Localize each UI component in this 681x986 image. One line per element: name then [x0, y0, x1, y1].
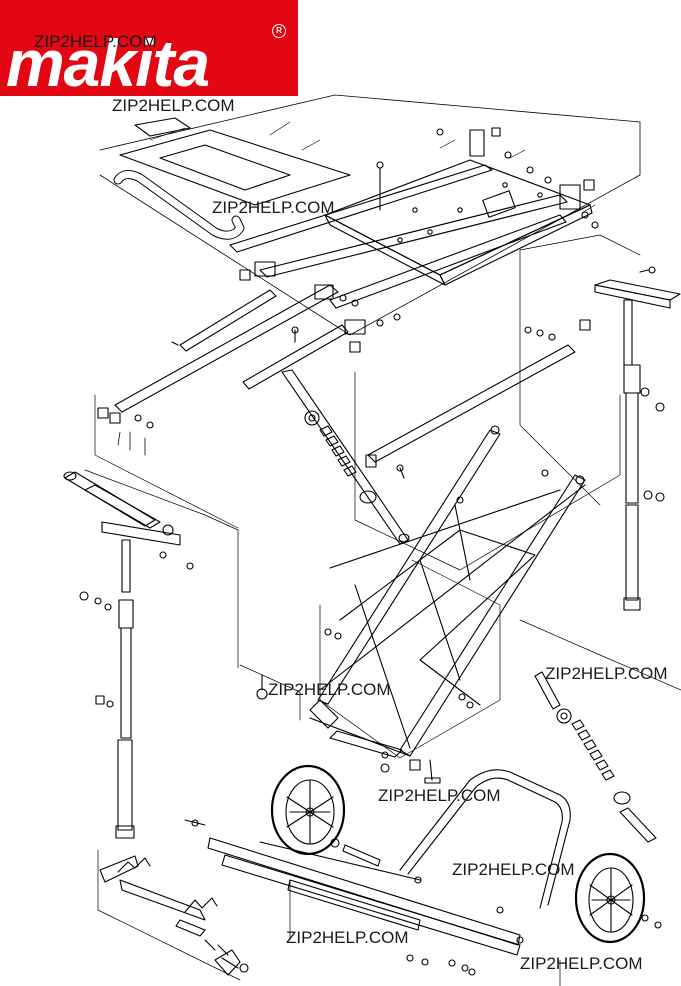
watermark-text: ZIP2HELP.COM	[545, 664, 668, 683]
right-wheel	[574, 852, 662, 944]
center-x-frame	[239, 425, 586, 784]
lower-axle-frame	[184, 819, 561, 986]
watermark-text: ZIP2HELP.COM	[212, 198, 335, 217]
upper-frame-assembly	[99, 94, 641, 353]
watermark-text: ZIP2HELP.COM	[520, 954, 643, 973]
right-strut-spring	[519, 619, 681, 843]
logo-wordmark: makita	[6, 26, 210, 100]
middle-long-tube	[354, 344, 621, 571]
left-long-tube	[94, 284, 349, 529]
watermark-text: ZIP2HELP.COM	[268, 680, 391, 699]
left-wheel	[270, 764, 346, 856]
rear-u-handle	[399, 769, 571, 909]
watermark-text: ZIP2HELP.COM	[286, 928, 409, 947]
right-leg-assembly	[519, 234, 681, 611]
makita-logo: makita R	[0, 0, 298, 96]
watermark-text: ZIP2HELP.COM	[452, 860, 575, 879]
left-strut-spring	[281, 369, 410, 545]
foot-bracket	[97, 849, 249, 981]
watermark-text: ZIP2HELP.COM	[378, 786, 501, 805]
registered-trademark-icon: R	[272, 24, 286, 38]
left-leg-assembly	[63, 469, 239, 839]
watermark-text: ZIP2HELP.COM	[112, 96, 235, 115]
watermark-text: ZIP2HELP.COM	[34, 32, 157, 51]
